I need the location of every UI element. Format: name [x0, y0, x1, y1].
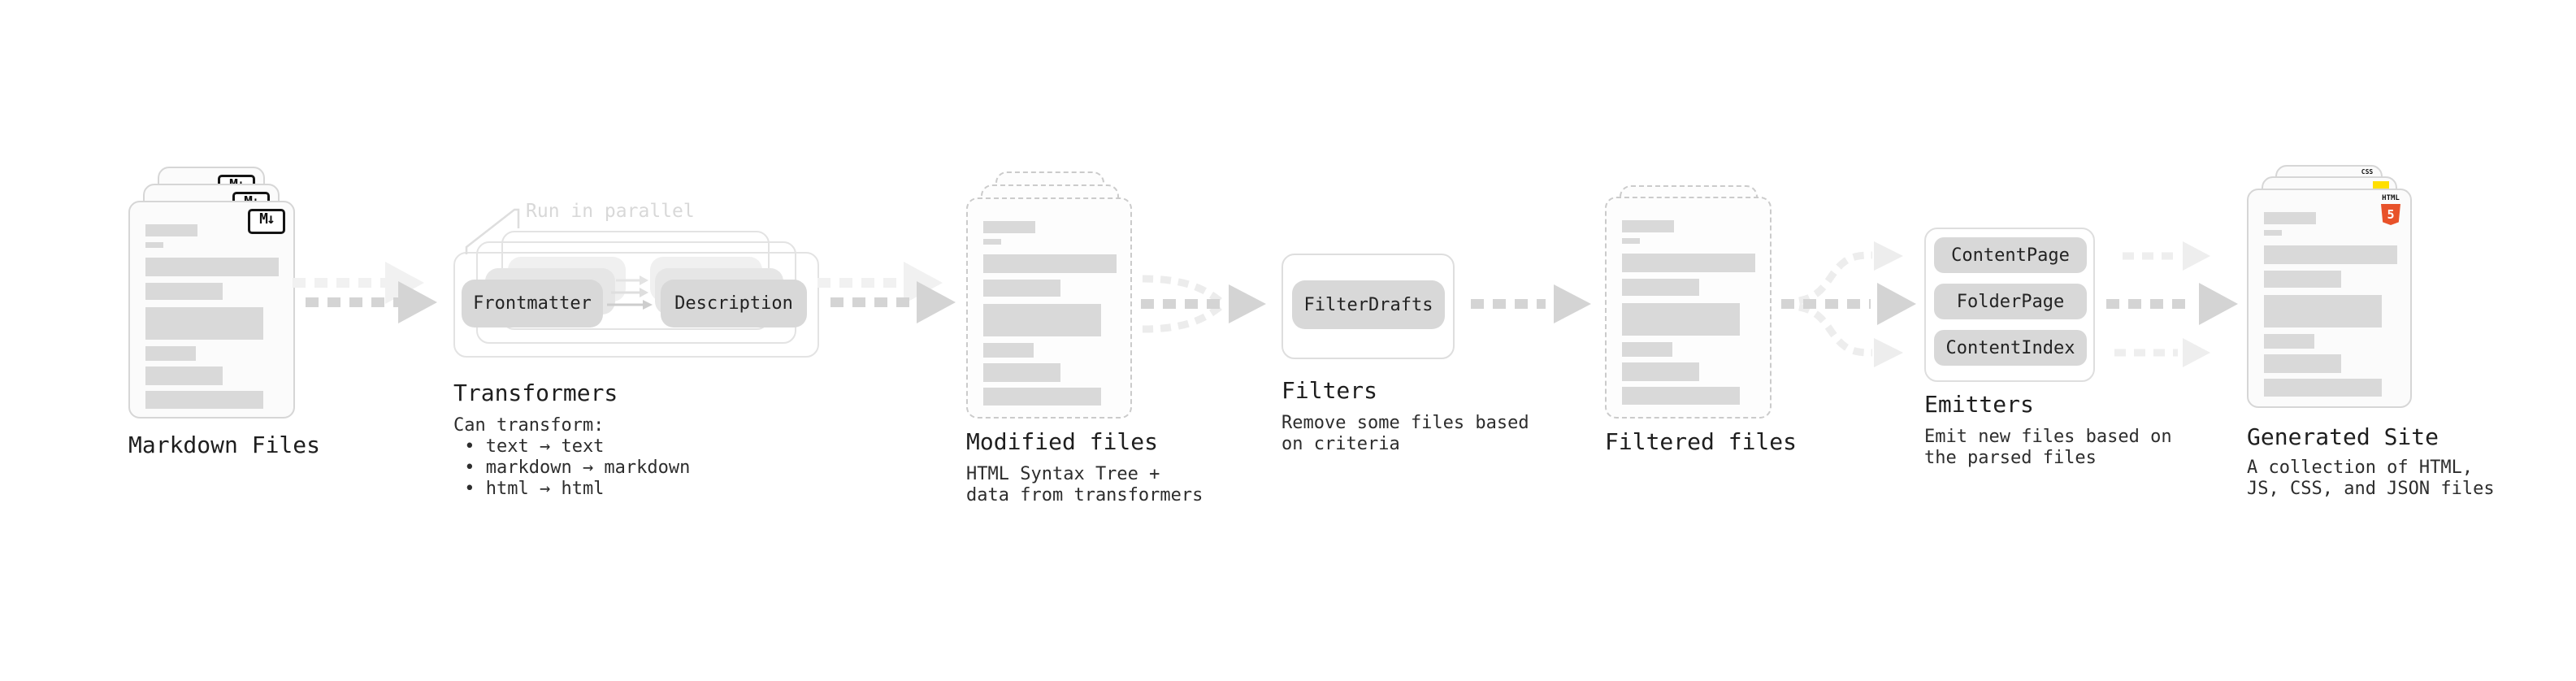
description-pill: Description: [661, 280, 807, 327]
contentpage-pill: ContentPage: [1934, 237, 2087, 273]
arrow-markdown-to-transformers: [293, 262, 437, 323]
modified-file-card-front: [966, 197, 1132, 419]
folderpage-pill: FolderPage: [1934, 284, 2087, 319]
html5-icon-shield: 5: [2381, 204, 2400, 225]
transformers-label: Transformers: [453, 380, 618, 406]
transformer-frame-front: [453, 252, 819, 358]
run-in-parallel-note: Run in parallel: [526, 201, 695, 222]
markdown-file-card-front: M↓: [128, 201, 295, 419]
file-content-placeholder: [1622, 220, 1755, 405]
filters-label: Filters: [1281, 377, 1378, 404]
filters-frame: [1281, 254, 1455, 359]
modified-files-label: Modified files: [966, 428, 1159, 455]
transformers-caption: Can transform: • text → text • markdown …: [453, 415, 691, 499]
arrow-filtered-to-emitters-fanout: [1781, 241, 1916, 367]
filters-caption: Remove some files based on criteria: [1281, 413, 1529, 454]
generated-site-caption: A collection of HTML, JS, CSS, and JSON …: [2247, 458, 2495, 499]
filterdrafts-pill: FilterDrafts: [1292, 280, 1445, 329]
arrow-modified-to-filters-fanin: [1141, 275, 1266, 333]
contentindex-pill: ContentIndex: [1934, 330, 2087, 366]
css-icon-word: CSS: [2361, 168, 2374, 176]
markdown-files-label: Markdown Files: [128, 432, 321, 458]
javascript-icon: [2373, 181, 2389, 190]
arrows-emitters-to-generated: [2106, 241, 2238, 367]
filtered-file-card-front: [1605, 197, 1772, 419]
file-content-placeholder: [983, 221, 1117, 406]
emitters-label: Emitters: [1924, 391, 2034, 418]
file-content-placeholder: [145, 224, 279, 409]
markdown-icon: M↓: [248, 209, 285, 234]
arrow-filters-to-filtered: [1471, 284, 1591, 323]
arrow-transformers-to-modified: [817, 262, 956, 323]
frontmatter-pill: Frontmatter: [462, 280, 603, 327]
modified-files-caption: HTML Syntax Tree + data from transformer…: [966, 464, 1203, 505]
emitters-frame: [1924, 228, 2095, 382]
emitters-caption: Emit new files based on the parsed files: [1924, 427, 2172, 468]
html5-icon: HTML 5: [2381, 195, 2400, 225]
generated-site-label: Generated Site: [2247, 423, 2439, 450]
filtered-files-label: Filtered files: [1605, 428, 1798, 455]
html5-icon-word: HTML: [2382, 194, 2400, 202]
generated-file-card-html: HTML 5: [2247, 189, 2412, 408]
file-content-placeholder: [2264, 212, 2397, 397]
